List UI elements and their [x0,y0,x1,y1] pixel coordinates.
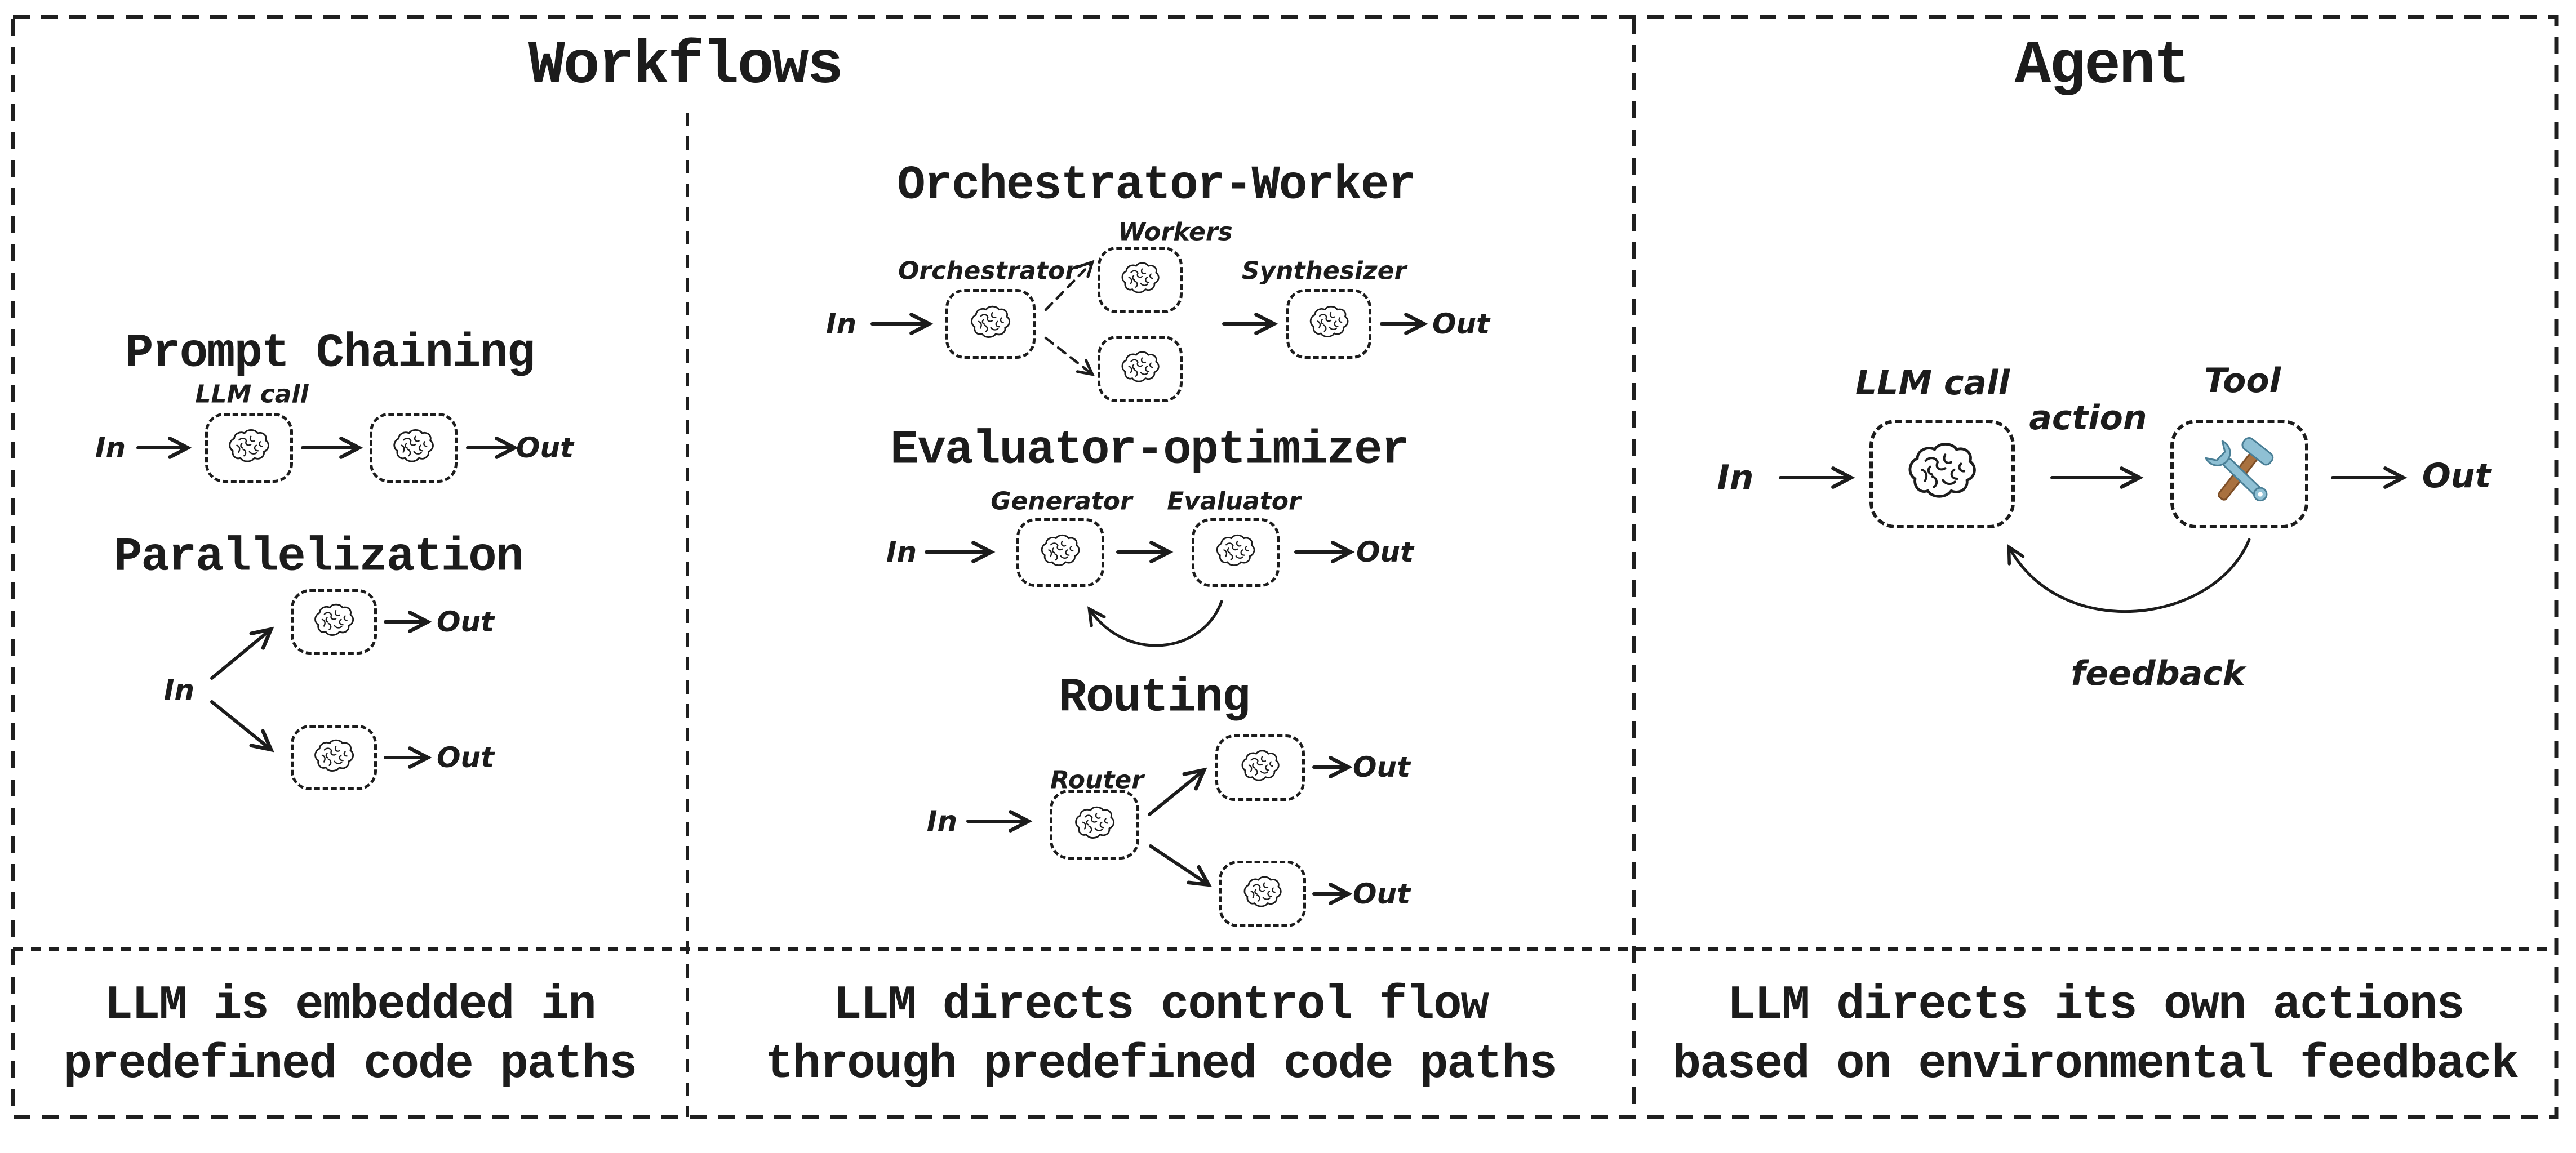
out-label: Out [1352,751,1411,783]
out-label: Out [1432,308,1490,340]
caption-workflows-middle: LLM directs control flow through predefi… [765,976,1557,1094]
workflows-panel-title: Workflows [528,32,843,101]
generator-node [1016,518,1104,587]
llm-node [205,413,293,483]
synthesizer-node [1286,289,1371,359]
in-label: In [95,431,126,464]
feedback-label: feedback [2071,654,2245,693]
in-label: In [163,674,195,706]
hammer-wrench-icon [2205,437,2273,501]
evaluator-node [1192,518,1280,587]
out-label: Out [1352,878,1411,910]
section-title-prompt-chaining: Prompt Chaining [125,327,535,381]
llm-node [291,589,377,655]
router-node [1050,790,1139,860]
tool-label: Tool [2204,361,2281,400]
brain-icon [1115,260,1166,300]
brain-icon [222,426,276,470]
synthesizer-label: Synthesizer [1241,256,1407,286]
tool-node [2170,420,2308,528]
llm-call-label: LLM call [1855,363,2010,403]
orchestrator-node [945,289,1036,359]
section-title-routing: Routing [1058,671,1251,725]
out-label: Out [2422,456,2491,496]
agent-panel-title: Agent [2014,32,2190,101]
brain-icon [387,426,441,470]
llm-node [370,413,458,483]
section-title-orchestrator-worker: Orchestrator-Worker [897,159,1416,213]
out-label: Out [1356,536,1414,568]
worker-node [1098,247,1183,313]
brain-icon [1237,874,1288,914]
in-label: In [926,805,958,838]
section-title-parallelization: Parallelization [113,531,524,585]
section-title-evaluator-optimizer: Evaluator-optimizer [890,424,1410,478]
out-label: Out [436,741,495,774]
brain-icon [308,737,361,779]
route-target-node [1215,734,1305,801]
brain-icon [1210,532,1262,573]
brain-icon [1235,747,1286,788]
brain-icon [308,601,361,643]
in-label: In [825,308,857,340]
caption-line: LLM directs control flow [833,979,1489,1032]
evaluator-label: Evaluator [1167,487,1301,516]
caption-workflows-left: LLM is embedded in predefined code paths [63,976,638,1094]
in-label: In [1717,458,1754,497]
llm-call-label: LLM call [195,380,309,409]
caption-line: LLM directs its own actions [1727,979,2464,1032]
caption-line: based on environmental feedback [1672,1038,2520,1092]
caption-line: predefined code paths [63,1038,638,1092]
brain-icon [1303,303,1355,345]
out-label: Out [436,606,495,638]
caption-agent: LLM directs its own actions based on env… [1672,976,2520,1094]
action-label: action [2029,398,2147,438]
orchestrator-label: Orchestrator [898,256,1077,286]
brain-icon [1068,804,1121,846]
caption-line: through predefined code paths [765,1038,1557,1092]
route-target-node [1219,861,1306,927]
llm-node [1869,420,2015,528]
llm-node [291,725,377,790]
brain-icon [1897,438,1987,510]
out-label: Out [516,431,574,464]
brain-icon [1115,349,1166,389]
worker-node [1098,336,1183,402]
workers-label: Workers [1118,217,1233,247]
in-label: In [886,536,917,568]
brain-icon [964,303,1017,345]
generator-label: Generator [991,487,1132,516]
caption-line: LLM is embedded in [104,979,596,1032]
brain-icon [1034,532,1086,573]
